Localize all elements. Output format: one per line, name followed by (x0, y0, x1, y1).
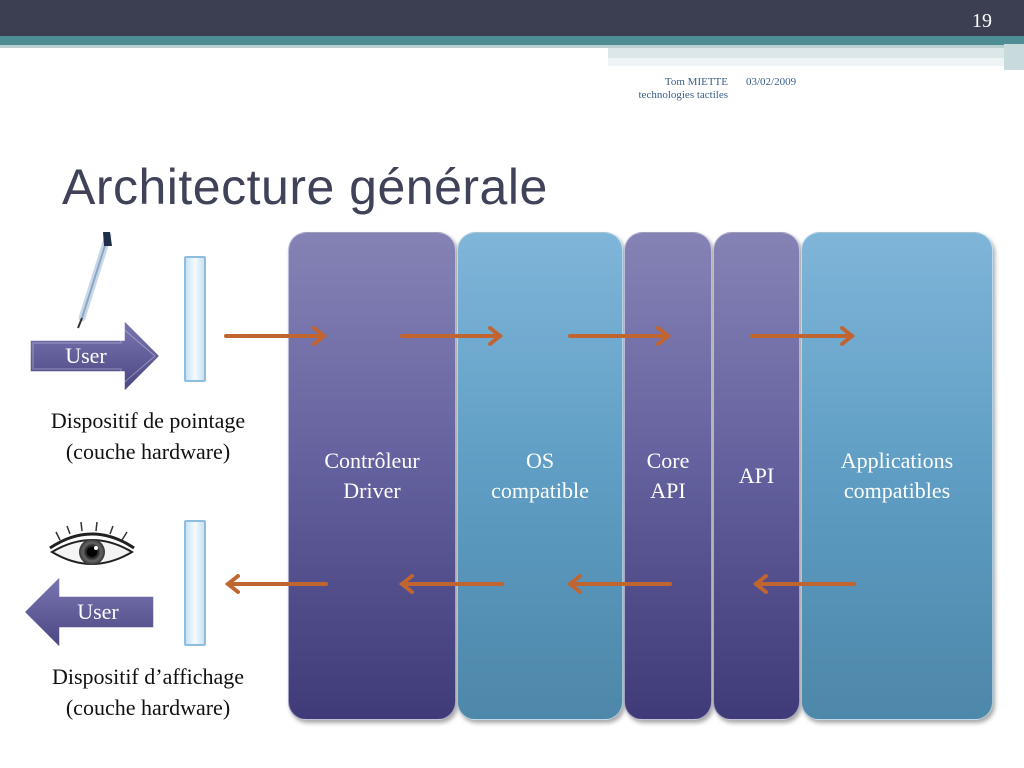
layer-applications-compatibles: Applications compatibles (801, 232, 993, 720)
flow-arrow-right (568, 326, 672, 346)
input-device-label: Dispositif de pointage (couche hardware) (50, 408, 246, 464)
header-stripe-light (608, 48, 1024, 58)
output-hardware-bar (184, 520, 206, 646)
page-number: 19 (972, 10, 992, 32)
eye-icon (49, 521, 135, 565)
pen-icon (77, 232, 112, 329)
user-output-label: User (77, 599, 119, 624)
header-bar (0, 0, 1024, 36)
header-stripe-light (1004, 44, 1024, 70)
flow-arrow-left (224, 574, 328, 594)
layer-label: OS compatible (491, 448, 589, 503)
flow-arrow-right (224, 326, 328, 346)
flow-arrow-right (750, 326, 856, 346)
flow-arrow-left (752, 574, 856, 594)
user-input-arrow (29, 318, 162, 394)
layer-label: Applications compatibles (840, 448, 954, 503)
layer-core-api: Core API (624, 232, 712, 720)
footer-author: Tom MIETTE technologies tactiles (600, 76, 729, 102)
layer-label: Contrôleur Driver (324, 448, 420, 503)
layer-label: Core API (646, 448, 690, 503)
author-subtitle: technologies tactiles (638, 89, 729, 101)
layer-api: API (713, 232, 800, 720)
header-stripe-light (0, 45, 1024, 48)
header-stripe-light (608, 58, 1024, 66)
user-output-arrow (22, 574, 155, 650)
user-input-label: User (65, 343, 107, 368)
input-hardware-bar (184, 256, 206, 382)
layer-controleur-driver: Contrôleur Driver (288, 232, 456, 720)
flow-arrow-left (566, 574, 672, 594)
footer-date: 03/02/2009 (746, 76, 797, 88)
flow-arrow-left (398, 574, 504, 594)
layer-os-compatible: OS compatible (457, 232, 623, 720)
header-stripe (0, 36, 1024, 45)
slide-title: Architecture générale (62, 159, 548, 215)
output-device-label: Dispositif d’affichage (couche hardware) (51, 664, 245, 720)
author-name: Tom MIETTE (664, 76, 728, 88)
layer-label: API (738, 463, 775, 488)
flow-arrow-right (400, 326, 504, 346)
